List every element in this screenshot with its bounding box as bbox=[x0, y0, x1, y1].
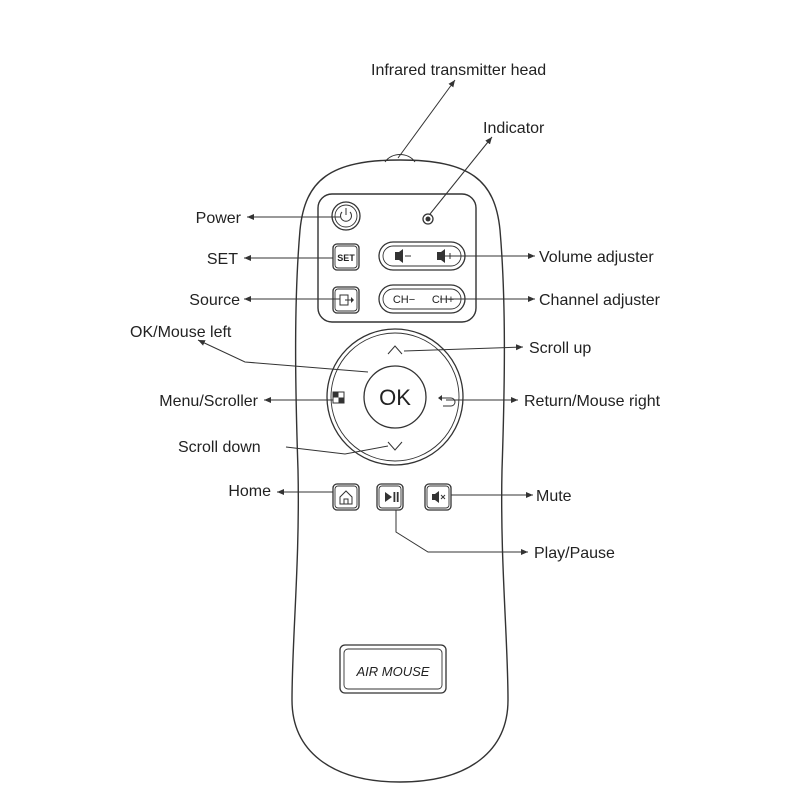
play-pause-icon bbox=[385, 492, 399, 502]
play-pause-button[interactable] bbox=[376, 483, 404, 511]
set-button[interactable]: SET bbox=[332, 243, 360, 271]
label-set: SET bbox=[207, 251, 238, 268]
label-home: Home bbox=[228, 483, 271, 500]
menu-icon[interactable] bbox=[332, 391, 345, 404]
arrow-up-icon[interactable] bbox=[387, 345, 403, 355]
set-button-label: SET bbox=[337, 253, 355, 263]
source-button[interactable] bbox=[332, 286, 360, 314]
label-menu-scroller: Menu/Scroller bbox=[159, 393, 258, 410]
channel-down-label: CH− bbox=[393, 294, 415, 306]
label-scroll-up: Scroll up bbox=[529, 340, 591, 357]
label-indicator: Indicator bbox=[483, 120, 545, 137]
label-infrared-transmitter-head: Infrared transmitter head bbox=[371, 62, 546, 79]
brand-text: AIR MOUSE bbox=[356, 664, 430, 679]
label-ok-mouse-left: OK/Mouse left bbox=[130, 324, 232, 341]
label-source: Source bbox=[189, 292, 240, 309]
channel-up-label: CH+ bbox=[432, 294, 454, 306]
label-power: Power bbox=[196, 210, 242, 227]
label-play-pause: Play/Pause bbox=[534, 545, 615, 562]
ok-button[interactable]: OK bbox=[363, 365, 427, 429]
power-button[interactable] bbox=[331, 201, 361, 231]
mute-button[interactable] bbox=[424, 483, 452, 511]
brand-badge: AIR MOUSE bbox=[339, 644, 447, 694]
label-return-mouse-right: Return/Mouse right bbox=[524, 393, 661, 410]
arrow-down-icon[interactable] bbox=[387, 441, 403, 451]
ok-button-label: OK bbox=[379, 385, 411, 410]
mute-icon bbox=[432, 491, 446, 503]
label-mute: Mute bbox=[536, 488, 572, 505]
home-icon bbox=[339, 490, 353, 505]
label-volume-adjuster: Volume adjuster bbox=[539, 249, 654, 266]
label-channel-adjuster: Channel adjuster bbox=[539, 292, 661, 309]
source-icon bbox=[339, 294, 354, 306]
power-icon bbox=[340, 208, 352, 222]
volume-down-icon bbox=[395, 249, 411, 263]
return-icon[interactable] bbox=[438, 395, 456, 407]
label-scroll-down: Scroll down bbox=[178, 439, 261, 456]
home-button[interactable] bbox=[332, 483, 360, 511]
volume-rocker[interactable] bbox=[378, 241, 466, 271]
